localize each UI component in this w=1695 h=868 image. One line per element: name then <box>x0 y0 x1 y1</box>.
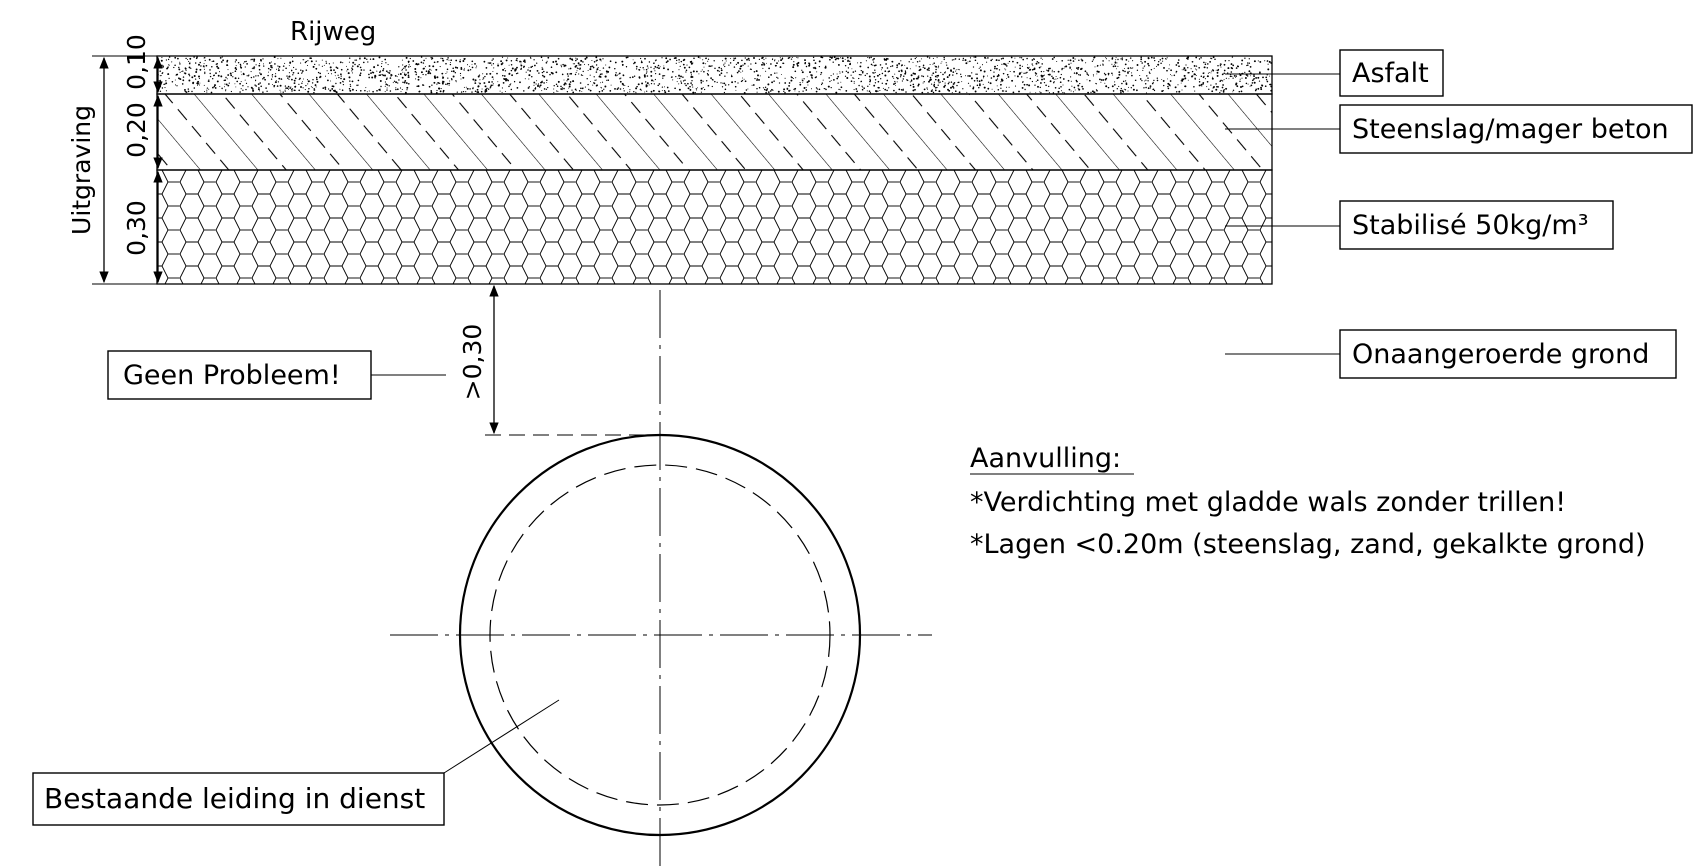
stabilise-thickness: 0,30 <box>122 200 151 256</box>
label-onaangeroerde-grond: Onaangeroerde grond <box>1339 329 1677 379</box>
notes-line-2: *Lagen <0.20m (steenslag, zand, gekalkte… <box>970 529 1646 560</box>
steenslag-thickness: 0,20 <box>122 102 151 158</box>
existing-pipe <box>390 290 932 868</box>
notes-aanvulling: Aanvulling: *Verdichting met gladde wals… <box>970 443 1646 560</box>
label-stabilise: Stabilisé 50kg/m³ <box>1339 200 1614 250</box>
layer-stabilise <box>156 169 1273 285</box>
geen-probleem-text: Geen Probleem! <box>123 360 341 391</box>
label-asfalt: Asfalt <box>1339 49 1444 97</box>
asfalt-thickness: 0,10 <box>122 34 151 90</box>
dimension-layers: 0,10 0,20 0,30 <box>122 34 163 284</box>
clearance-label: >0,30 <box>458 324 487 401</box>
label-steenslag: Steenslag/mager beton <box>1339 104 1693 154</box>
layer-asfalt <box>156 55 1273 95</box>
dimension-uitgraving: Uitgraving <box>67 55 157 285</box>
notes-heading: Aanvulling: <box>970 443 1121 474</box>
layer-leaders <box>1225 73 1340 355</box>
road-title: Rijweg <box>290 17 376 47</box>
bestaande-leiding-text: Bestaande leiding in dienst <box>44 782 425 815</box>
dimension-clearance: >0,30 <box>458 284 650 436</box>
stabilise-text: Stabilisé 50kg/m³ <box>1352 210 1589 241</box>
notes-line-1: *Verdichting met gladde wals zonder tril… <box>970 487 1566 518</box>
onaangeroerde-grond-text: Onaangeroerde grond <box>1352 339 1649 370</box>
steenslag-text: Steenslag/mager beton <box>1352 114 1669 145</box>
callout-bestaande-leiding: Bestaande leiding in dienst <box>32 699 560 826</box>
layer-steenslag <box>156 93 1273 171</box>
uitgraving-label: Uitgraving <box>67 105 96 235</box>
asfalt-text: Asfalt <box>1352 58 1429 89</box>
callout-geen-probleem: Geen Probleem! <box>107 350 446 400</box>
